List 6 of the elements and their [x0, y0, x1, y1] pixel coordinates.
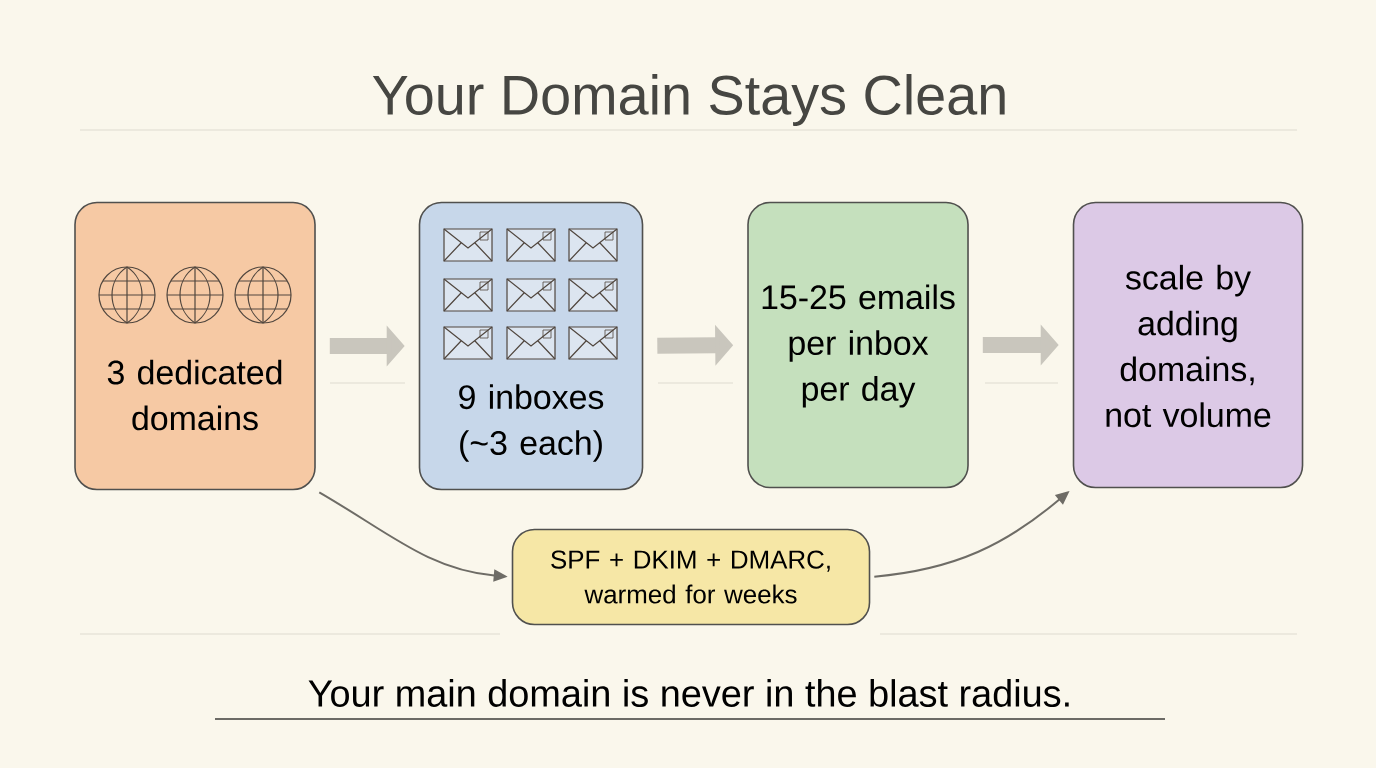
note-box: SPF + DKIM + DMARC, warmed for weeks [511, 528, 871, 626]
title: Your Domain Stays Clean [372, 74, 1005, 126]
process-box: 3 dedicated domains [74, 201, 316, 491]
process-box: 15-25 emails per inbox per day [747, 201, 969, 489]
process-box: scale by adding domains, not volume [1072, 201, 1304, 489]
caption: Your main domain is never in the blast radius. [308, 679, 1069, 707]
